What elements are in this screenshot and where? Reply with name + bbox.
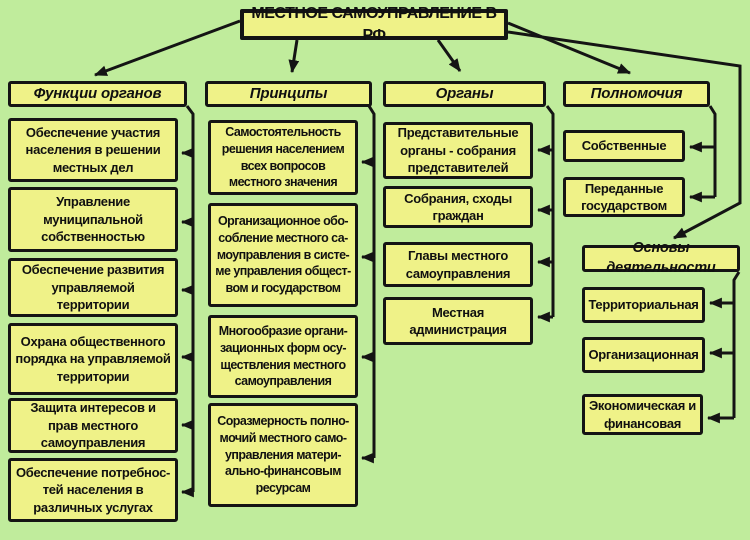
column-connector-functions [180, 105, 195, 498]
column-connector-organs [536, 105, 555, 323]
diagram-title: МЕСТНОЕ САМОУПРАВЛЕНИЕ В РФ [240, 5, 508, 44]
organs-item: Главы местного самоуправления [383, 242, 533, 287]
functions-item: Охрана общественного порядка на управляе… [8, 323, 178, 395]
principles-item: Самостоятельность решения населением все… [208, 120, 358, 195]
column-connector-principles [360, 105, 376, 464]
header-organs: Органы [383, 81, 546, 107]
activity-bases-item: Организационная [582, 337, 705, 373]
subheader-activity-bases: Основы деятельности [582, 240, 740, 276]
connector-spine [185, 105, 195, 492]
column-connector-powers [688, 105, 717, 203]
connector-spine [732, 271, 741, 418]
connector-spine [545, 105, 555, 317]
arrow-title-functions [93, 19, 241, 77]
functions-item: Управление муниципальной собственностью [8, 187, 178, 252]
column-connector-activity-bases [706, 271, 741, 424]
activity-bases-item: Экономическая и финансовая [582, 394, 703, 435]
functions-item: Обеспечение развития управляемой террито… [8, 258, 178, 317]
functions-item: Обеспечение потребнос- тей населения в р… [8, 458, 178, 522]
principles-item: Многообразие органи- зационных форм осу-… [208, 315, 358, 398]
header-principles: Принципы [205, 81, 372, 107]
powers-item: Переданные государством [563, 177, 685, 217]
arrow-title-powers [507, 21, 632, 75]
functions-item: Защита интересов и прав местного самоупр… [8, 398, 178, 453]
organs-item: Местная администрация [383, 297, 533, 345]
powers-item: Собственные [563, 130, 685, 162]
functions-item: Обеспечение участия населения в решении … [8, 118, 178, 182]
principles-item: Организационное обо- собление местного с… [208, 203, 358, 307]
header-functions: Функции органов [8, 81, 187, 107]
organs-item: Собрания, сходы граждан [383, 186, 533, 228]
organs-item: Представительные органы - собрания предс… [383, 122, 533, 179]
connector-spine [367, 105, 376, 458]
connector-spine [708, 105, 717, 197]
principles-item: Соразмерность полно- мочий местного само… [208, 403, 358, 507]
activity-bases-item: Территориальная [582, 287, 705, 323]
header-powers: Полномочия [563, 81, 710, 107]
